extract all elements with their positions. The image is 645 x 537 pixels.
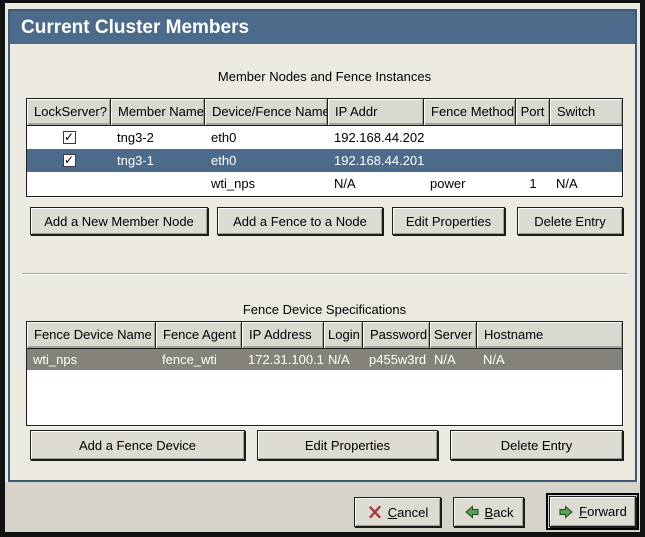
column-header-member-name[interactable]: Member Name [111, 99, 205, 126]
add-member-node-button[interactable]: Add a New Member Node [30, 207, 208, 235]
edit-member-properties-button[interactable]: Edit Properties [392, 207, 505, 235]
device-fence-cell: eth0 [211, 130, 237, 145]
action-area [5, 482, 640, 532]
table-row-selected[interactable]: ✓ tng3-1 eth0 192.168.44.201 [27, 149, 622, 172]
fence-method-cell: power [430, 176, 466, 191]
lockserver-checkbox[interactable]: ✓ [62, 130, 76, 144]
add-fence-device-button[interactable]: Add a Fence Device [30, 430, 245, 460]
member-name-cell: tng3-2 [117, 130, 154, 145]
cancel-button[interactable]: Cancel [354, 497, 441, 527]
port-cell: 1 [529, 176, 537, 191]
column-header-ip-addr[interactable]: IP Addr [328, 99, 424, 126]
fence-agent-cell: fence_wti [162, 352, 217, 367]
switch-cell [550, 149, 622, 172]
lockserver-cell: ✓ [27, 126, 111, 149]
page-title: Current Cluster Members [21, 17, 250, 38]
server-cell: N/A [434, 352, 456, 367]
column-header-server[interactable]: Server [430, 322, 477, 349]
section-separator [22, 273, 627, 275]
members-table: LockServer? Member Name Device/Fence Nam… [26, 98, 623, 197]
add-fence-to-node-button[interactable]: Add a Fence to a Node [217, 207, 383, 235]
cancel-button-label: Cancel [387, 504, 429, 520]
forward-button[interactable]: Forward [549, 496, 636, 527]
column-header-fence-method[interactable]: Fence Method [424, 99, 516, 126]
login-cell: N/A [328, 352, 350, 367]
password-cell: p455w3rd [369, 352, 427, 367]
members-table-caption: Member Nodes and Fence Instances [217, 69, 432, 84]
lockserver-cell [27, 172, 111, 195]
forward-default-ring: Forward [546, 493, 639, 530]
fence-devices-table: Fence Device Name Fence Agent IP Address… [26, 321, 623, 426]
titlebar: Current Cluster Members [10, 11, 635, 44]
table-row[interactable]: ✓ tng3-2 eth0 192.168.44.202 [27, 126, 622, 149]
fence-method-cell [424, 149, 516, 172]
table-empty-area [27, 195, 622, 196]
port-cell [516, 126, 550, 149]
druid-page: Current Cluster Members Member Nodes and… [8, 9, 637, 482]
back-button[interactable]: Back [453, 497, 524, 527]
member-name-cell: tng3-1 [117, 153, 154, 168]
table-row-selected[interactable]: wti_nps fence_wti 172.31.100.1 N/A p455w… [27, 349, 622, 370]
ip-addr-cell: N/A [334, 176, 356, 191]
delete-member-entry-button[interactable]: Delete Entry [517, 207, 623, 235]
ip-address-cell: 172.31.100.1 [248, 352, 324, 367]
checkmark-icon: ✓ [63, 130, 75, 144]
checkmark-icon: ✓ [63, 153, 75, 167]
port-cell [516, 149, 550, 172]
members-table-header: LockServer? Member Name Device/Fence Nam… [27, 99, 622, 126]
column-header-hostname[interactable]: Hostname [477, 322, 622, 349]
forward-arrow-icon [558, 504, 574, 520]
column-header-device-fence[interactable]: Device/Fence Name [205, 99, 328, 126]
hostname-cell: N/A [483, 352, 505, 367]
table-empty-area [27, 370, 622, 425]
column-header-lockserver[interactable]: LockServer? [27, 99, 111, 126]
lockserver-checkbox[interactable]: ✓ [62, 153, 76, 167]
fence-table-caption: Fence Device Specifications [242, 302, 407, 317]
member-name-cell [111, 172, 205, 195]
column-header-login[interactable]: Login [324, 322, 363, 349]
switch-cell [550, 126, 622, 149]
fence-table-header: Fence Device Name Fence Agent IP Address… [27, 322, 622, 349]
edit-fence-properties-button[interactable]: Edit Properties [257, 430, 438, 460]
cancel-x-icon [367, 504, 383, 520]
column-header-switch[interactable]: Switch [550, 99, 622, 126]
back-arrow-icon [464, 504, 480, 520]
column-header-password[interactable]: Password [363, 322, 430, 349]
device-fence-cell: eth0 [211, 153, 237, 168]
ip-addr-cell: 192.168.44.202 [334, 130, 424, 145]
back-button-label: Back [484, 504, 514, 520]
column-header-fence-agent[interactable]: Fence Agent [156, 322, 242, 349]
device-fence-cell: wti_nps [211, 176, 256, 191]
forward-button-label: Forward [579, 504, 627, 519]
delete-fence-entry-button[interactable]: Delete Entry [450, 430, 623, 460]
switch-cell: N/A [556, 176, 578, 191]
fence-method-cell [424, 126, 516, 149]
column-header-port[interactable]: Port [516, 99, 550, 126]
column-header-fence-device-name[interactable]: Fence Device Name [27, 322, 156, 349]
lockserver-cell: ✓ [27, 149, 111, 172]
ip-addr-cell: 192.168.44.201 [334, 153, 424, 168]
column-header-ip-address[interactable]: IP Address [242, 322, 324, 349]
fence-device-name-cell: wti_nps [33, 352, 78, 367]
table-row[interactable]: wti_nps N/A power 1 N/A [27, 172, 622, 195]
